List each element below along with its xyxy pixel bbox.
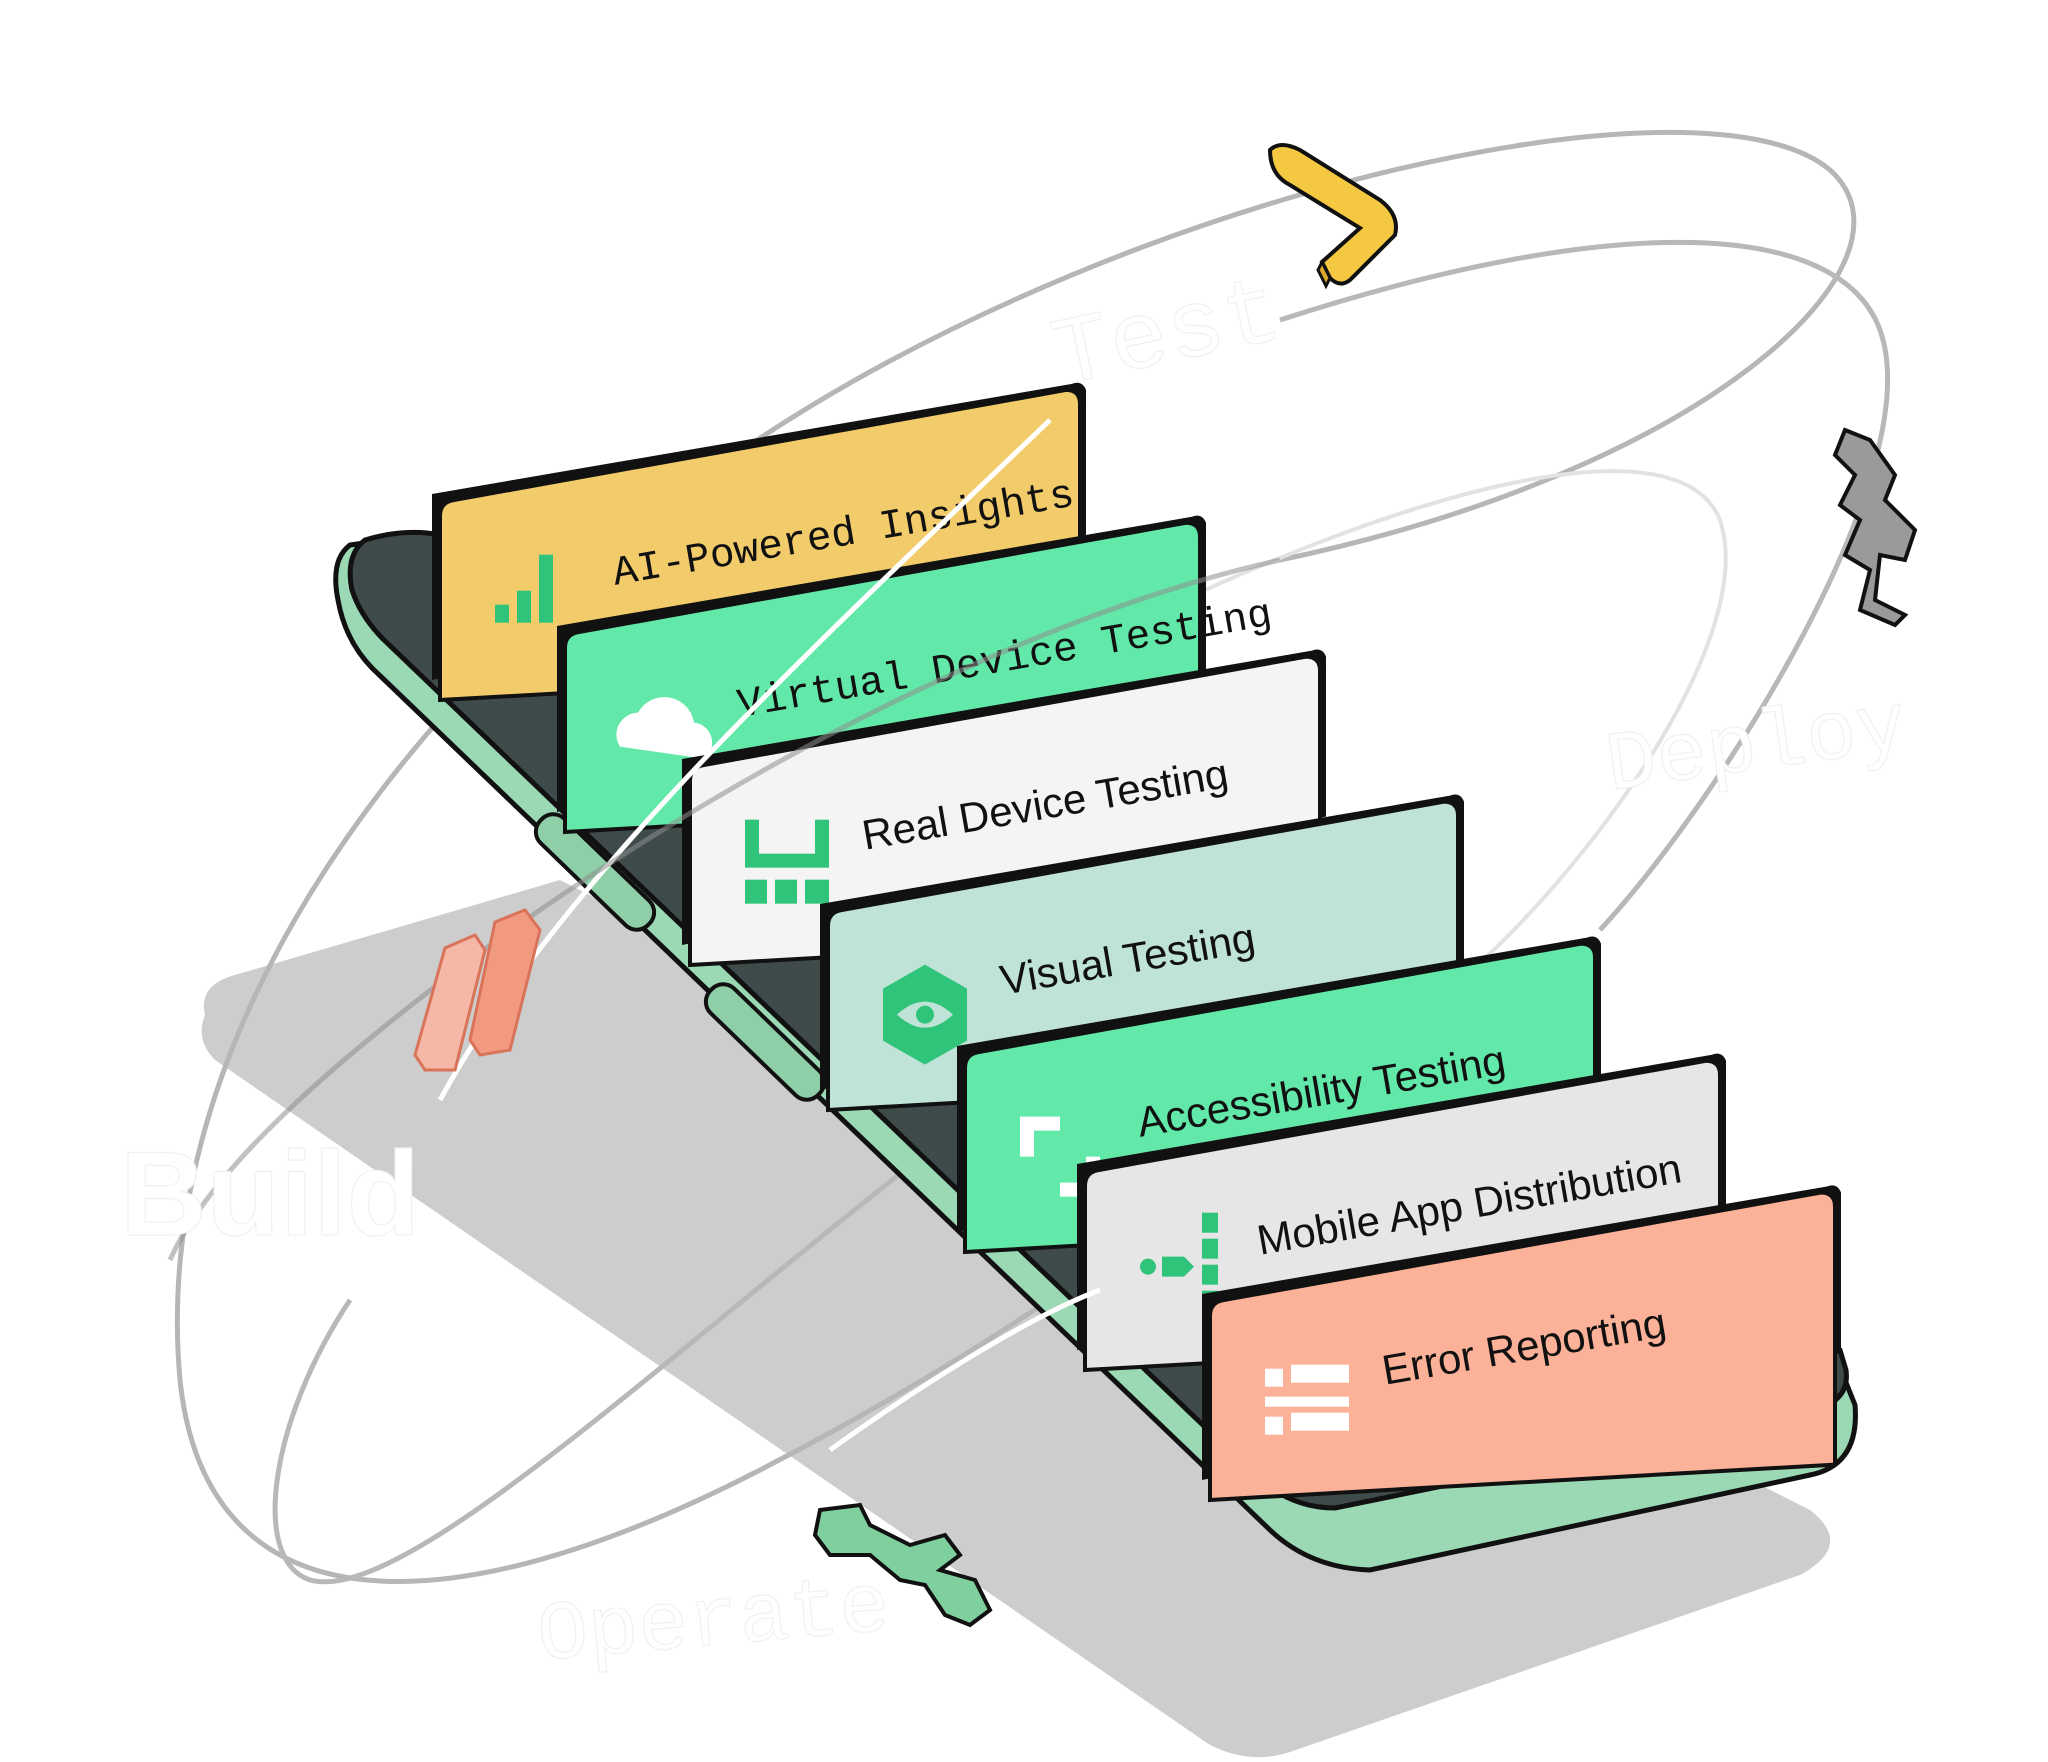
stage-label-build: Build (120, 1127, 420, 1261)
yellow-block-icon (1267, 143, 1398, 290)
orbit-ring-outer (174, 129, 1857, 1584)
orbit-ring-front (167, 557, 1281, 1262)
cloud-icon (616, 697, 713, 759)
coral-block-icon (413, 908, 542, 1072)
orbit-ring-inner (272, 239, 1891, 1585)
bar-chart-icon (495, 554, 553, 623)
gray-block-icon (1832, 427, 1918, 628)
stage-label-deploy: Deploy (1600, 680, 1913, 816)
device-grid-icon (745, 819, 829, 904)
eye-hexagon-icon (883, 964, 967, 1065)
report-list-icon (1265, 1364, 1349, 1435)
feature-card-7: Error Reporting (1202, 1185, 1841, 1503)
stage-label-operate: Operate (534, 1561, 894, 1686)
stage-label-test: Test (1043, 259, 1291, 414)
orbit-ring-light (1099, 469, 1728, 982)
green-block-icon (812, 1502, 993, 1628)
phone-side-button-bottom (703, 982, 827, 1102)
